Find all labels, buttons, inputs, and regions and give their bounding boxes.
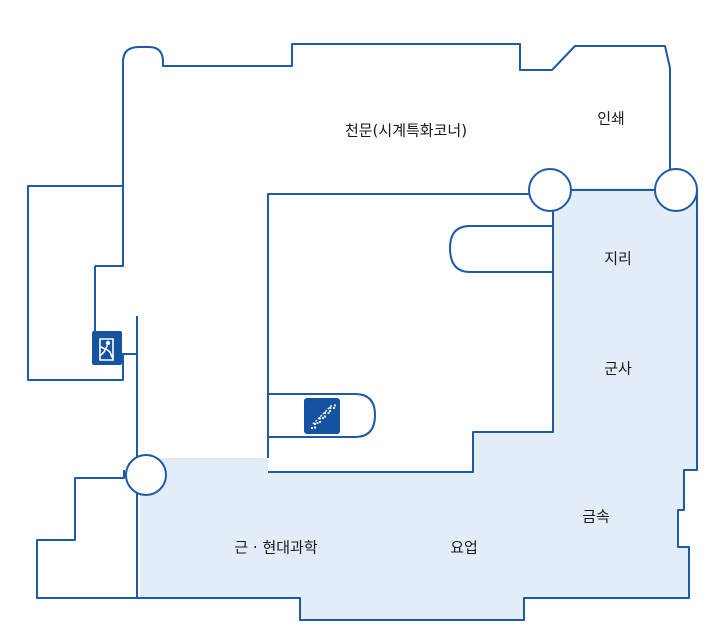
pillar-left <box>125 454 167 496</box>
zone-label-geography[interactable]: 지리 <box>604 249 632 268</box>
zone-label-ceramics[interactable]: 요업 <box>450 538 478 557</box>
highlighted-exhibit-area <box>140 188 697 620</box>
inner-room-lower-wall <box>268 196 554 473</box>
zone-label-astronomy[interactable]: 천문(시계특화코너) <box>344 121 468 140</box>
stairs-icon <box>304 398 340 434</box>
stair-platform <box>268 393 376 438</box>
emergency-exit-icon <box>92 331 122 365</box>
zone-label-metal[interactable]: 금속 <box>582 507 610 526</box>
zone-label-military[interactable]: 군사 <box>604 359 632 378</box>
right-side-wall <box>36 188 698 621</box>
zone-label-modern-science[interactable]: 근 · 현대과학 <box>234 538 318 557</box>
pillar-right <box>654 168 698 212</box>
pillar-center <box>528 168 572 212</box>
inner-room-wall <box>267 189 655 458</box>
zone-label-printing[interactable]: 인쇄 <box>597 109 625 128</box>
rounded-partition <box>449 225 553 273</box>
